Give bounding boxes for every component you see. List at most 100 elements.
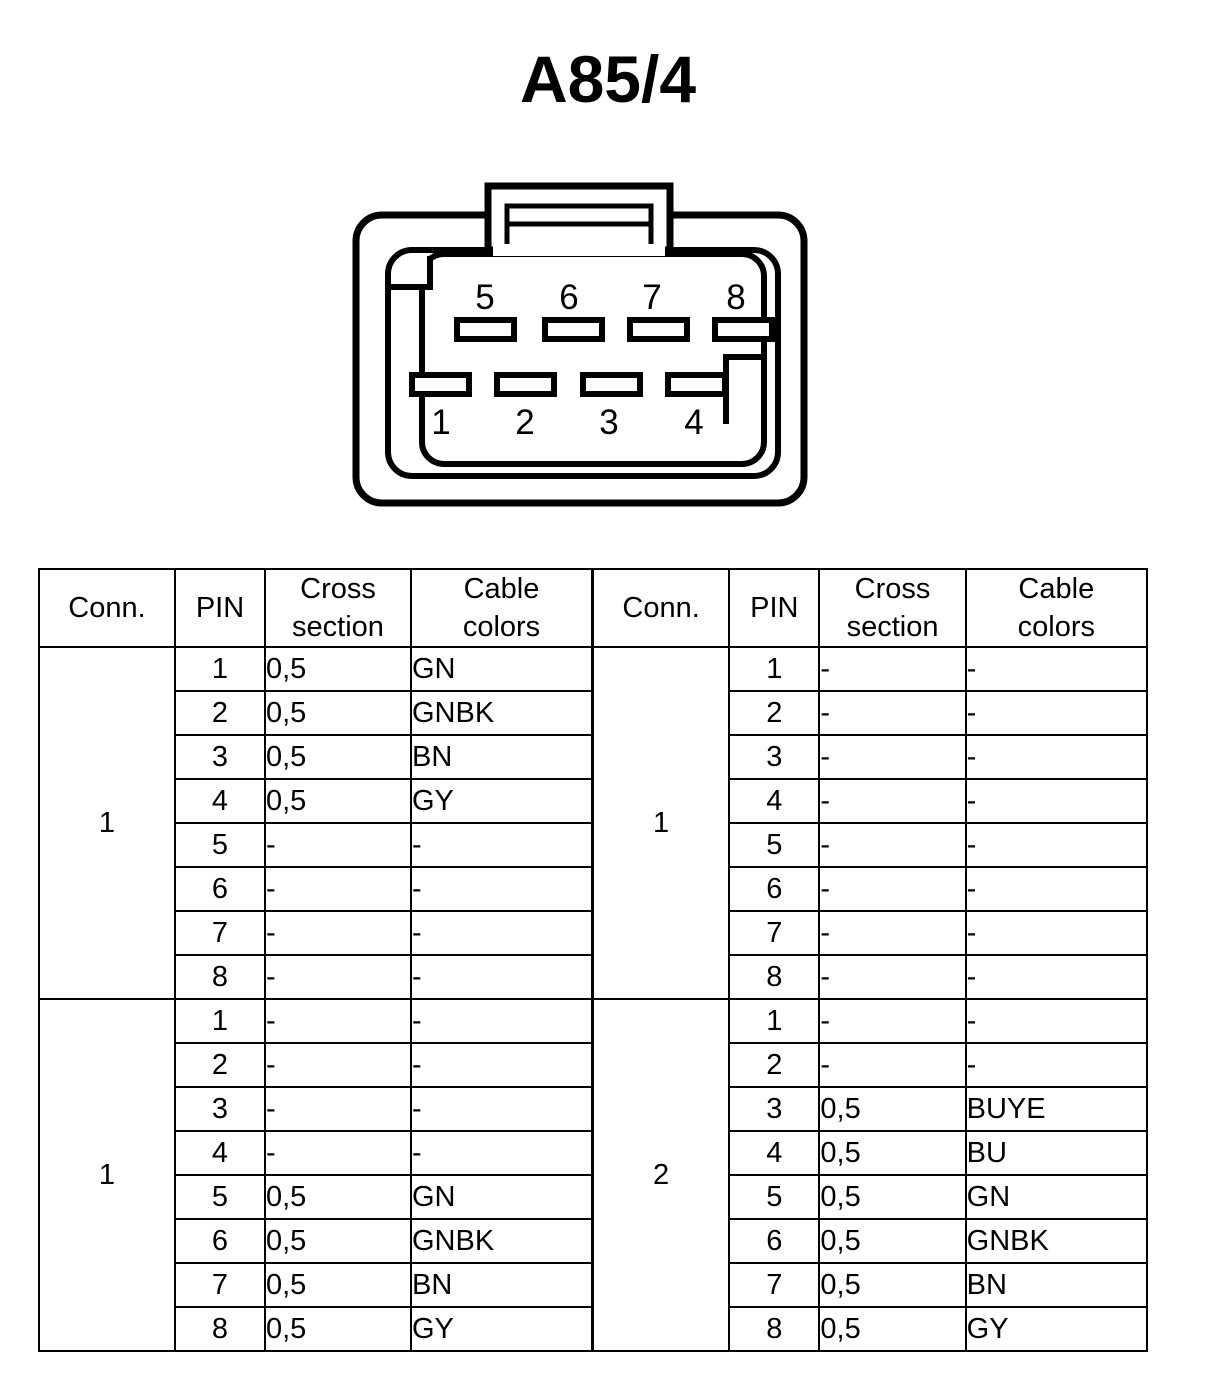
cell-cable-colors: BN bbox=[964, 1262, 1149, 1308]
cell-cable-colors: BN bbox=[410, 1262, 593, 1308]
cell-cable-colors: GY bbox=[410, 778, 593, 824]
connector-left-notch-outline bbox=[388, 256, 433, 290]
cell-cross-section: - bbox=[264, 822, 412, 868]
pin-label-6: 6 bbox=[559, 278, 578, 317]
cell-cable-colors: - bbox=[410, 1042, 593, 1088]
cell-cross-section: - bbox=[264, 866, 412, 912]
cell-cross-section: 0,5 bbox=[818, 1174, 967, 1220]
page-title: A85/4 bbox=[519, 42, 697, 116]
cell-cable-colors: GNBK bbox=[410, 690, 593, 736]
pin-slots-top bbox=[454, 317, 775, 342]
header-conn-line1: Conn. bbox=[68, 592, 146, 624]
cell-pin: 3 bbox=[728, 1086, 821, 1132]
cell-cable-colors: - bbox=[964, 866, 1149, 912]
cell-pin: 1 bbox=[728, 646, 821, 692]
header-cross-section: Cross section bbox=[264, 568, 412, 648]
cell-cable-colors: - bbox=[410, 998, 593, 1044]
header-cross-line2: section bbox=[292, 611, 384, 643]
pin-slot-6 bbox=[542, 317, 605, 342]
cell-cable-colors: GNBK bbox=[410, 1218, 593, 1264]
pin-slot-5 bbox=[454, 317, 517, 342]
header-cable-line2: colors bbox=[1017, 611, 1095, 643]
table-row: 2-- bbox=[593, 690, 1149, 736]
pin-slot-7 bbox=[627, 317, 690, 342]
pin-slot-2 bbox=[494, 372, 557, 397]
cell-cable-colors: - bbox=[410, 822, 593, 868]
cell-cross-section: - bbox=[818, 866, 967, 912]
cell-cable-colors: GY bbox=[964, 1306, 1149, 1352]
pin-slot-4 bbox=[665, 372, 728, 397]
header-pin-line1: PIN bbox=[195, 592, 245, 624]
header-conn: Conn. bbox=[38, 568, 176, 648]
cell-cable-colors: - bbox=[964, 690, 1149, 736]
table-row: 8-- bbox=[593, 954, 1149, 1000]
cell-pin: 7 bbox=[174, 910, 266, 956]
cell-cable-colors: - bbox=[964, 954, 1149, 1000]
cell-cable-colors: - bbox=[410, 866, 593, 912]
pin-slot-8 bbox=[712, 317, 775, 342]
table-header-row: Conn. PIN Cross section Cable colors bbox=[591, 568, 1149, 648]
cell-pin: 4 bbox=[174, 778, 266, 824]
table-row: 6-- bbox=[39, 866, 593, 912]
cell-cross-section: 0,5 bbox=[264, 690, 412, 736]
cell-cross-section: - bbox=[818, 822, 967, 868]
header-pin: PIN bbox=[728, 568, 821, 648]
cell-pin: 4 bbox=[728, 778, 821, 824]
cell-cross-section: 0,5 bbox=[818, 1218, 967, 1264]
connector-inner-body bbox=[419, 251, 767, 467]
cell-cable-colors: GN bbox=[964, 1174, 1149, 1220]
cell-pin: 1 bbox=[728, 998, 821, 1044]
cell-pin: 7 bbox=[728, 1262, 821, 1308]
cell-cable-colors: - bbox=[964, 1042, 1149, 1088]
header-conn-line1: Conn. bbox=[622, 592, 700, 624]
table-row: 4-- bbox=[39, 1130, 593, 1176]
cell-pin: 8 bbox=[174, 1306, 266, 1352]
header-cross-line2: section bbox=[846, 611, 939, 643]
cell-pin: 6 bbox=[174, 1218, 266, 1264]
pin-label-1: 1 bbox=[431, 403, 450, 442]
cell-cable-colors: - bbox=[964, 734, 1149, 780]
header-pin-line1: PIN bbox=[750, 592, 799, 624]
cell-cable-colors: BUYE bbox=[964, 1086, 1149, 1132]
cell-cable-colors: - bbox=[410, 910, 593, 956]
pin-label-4: 4 bbox=[684, 403, 703, 442]
cell-cross-section: - bbox=[264, 1086, 412, 1132]
cell-cable-colors: BN bbox=[410, 734, 593, 780]
cell-pin: 1 bbox=[174, 998, 266, 1044]
cell-cross-section: 0,5 bbox=[264, 734, 412, 780]
connector-latch-inner bbox=[504, 203, 654, 253]
cell-pin: 5 bbox=[174, 822, 266, 868]
table-row: 7-- bbox=[593, 910, 1149, 956]
cell-cross-section: 0,5 bbox=[264, 1306, 412, 1352]
table-row: 2-- bbox=[39, 1042, 593, 1088]
cell-cross-section: - bbox=[818, 954, 967, 1000]
cell-cable-colors: - bbox=[410, 954, 593, 1000]
header-cable-colors: Cable colors bbox=[410, 568, 593, 648]
cell-cable-colors: - bbox=[964, 910, 1149, 956]
cell-pin: 5 bbox=[728, 1174, 821, 1220]
header-pin: PIN bbox=[174, 568, 266, 648]
cell-cross-section: - bbox=[264, 998, 412, 1044]
cell-cross-section: - bbox=[264, 954, 412, 1000]
cell-pin: 2 bbox=[728, 1042, 821, 1088]
cell-pin: 6 bbox=[728, 1218, 821, 1264]
cell-pin: 3 bbox=[174, 734, 266, 780]
cell-cross-section: 0,5 bbox=[264, 1262, 412, 1308]
cell-cable-colors: - bbox=[964, 778, 1149, 824]
header-cable-colors: Cable colors bbox=[964, 568, 1149, 648]
header-cross-line1: Cross bbox=[300, 573, 376, 605]
cell-pin: 4 bbox=[174, 1130, 266, 1176]
table-header-row: Conn. PIN Cross section Cable colors bbox=[38, 568, 593, 648]
cell-cross-section: - bbox=[264, 1042, 412, 1088]
cell-cable-colors: GN bbox=[410, 646, 593, 692]
